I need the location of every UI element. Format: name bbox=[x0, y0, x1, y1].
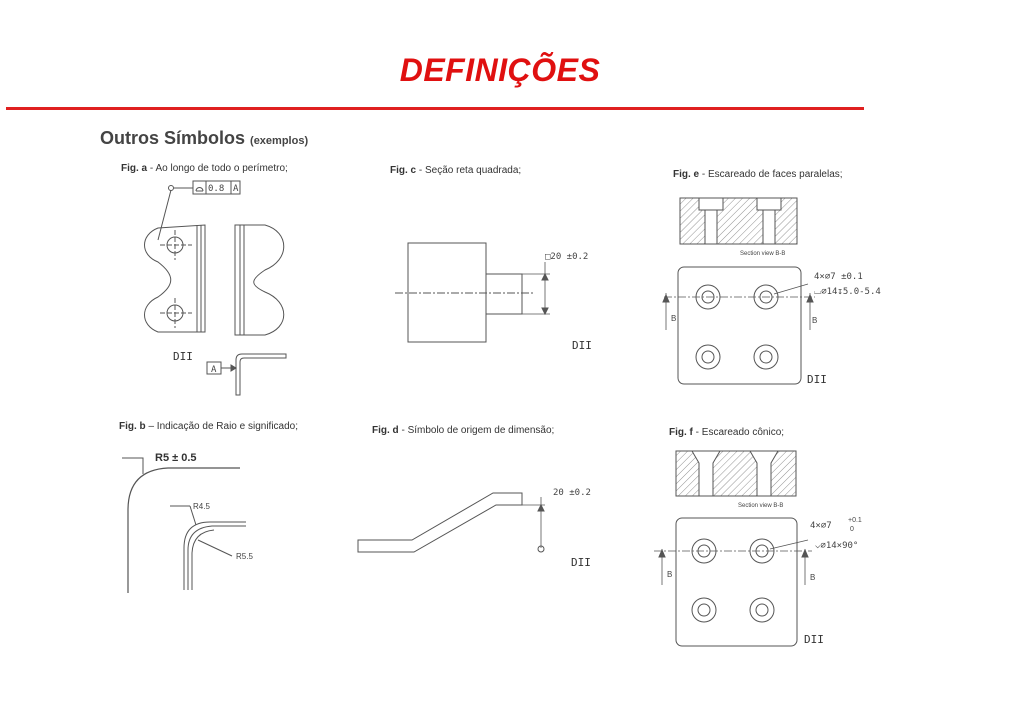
caption-fig-d: Fig. d - Símbolo de origem de dimensão; bbox=[372, 425, 554, 436]
fig-b-drawing bbox=[122, 458, 246, 593]
fig-f-b-left: B bbox=[667, 570, 672, 579]
fig-a-dii: DII bbox=[173, 350, 193, 363]
fig-a-label: Fig. a bbox=[121, 163, 148, 174]
fig-d-sep: - bbox=[398, 425, 408, 436]
fig-f-tol-upper: +0.1 bbox=[848, 517, 862, 524]
fig-c-label: Fig. c bbox=[390, 165, 417, 176]
fig-b-label: Fig. b bbox=[119, 421, 146, 432]
fig-a-box-value: 0.8 bbox=[208, 184, 224, 194]
fig-a-part-left bbox=[145, 225, 206, 332]
fig-a-caption: Ao longo de todo o perímetro; bbox=[155, 163, 288, 174]
fig-b-caption: Indicação de Raio e significado; bbox=[156, 421, 298, 432]
fig-e-hole: 4×⌀7 ±0.1 bbox=[814, 272, 863, 282]
fig-b-r-min: R4.5 bbox=[193, 502, 210, 511]
fig-e-label: Fig. e bbox=[673, 169, 700, 180]
fig-b-radius: R5 ± 0.5 bbox=[155, 452, 197, 464]
fig-f-b-right: B bbox=[810, 573, 815, 582]
fig-d-dii: DII bbox=[571, 556, 591, 569]
fig-a-box-datum: A bbox=[233, 184, 239, 194]
caption-fig-f: Fig. f - Escareado cônico; bbox=[669, 427, 784, 438]
fig-e-drawing bbox=[662, 198, 815, 384]
fig-c-square-shaft bbox=[486, 274, 522, 314]
fig-f-sep: - bbox=[692, 427, 702, 438]
fig-a-sep: - bbox=[147, 163, 156, 174]
fig-f-spec: ⌵⌀14×90° bbox=[815, 541, 858, 551]
fig-c-drawing bbox=[395, 243, 550, 342]
caption-fig-c: Fig. c - Seção reta quadrada; bbox=[390, 165, 521, 176]
fig-c-sep: - bbox=[416, 165, 426, 176]
fig-d-bent-part bbox=[358, 493, 522, 552]
fig-e-b-left: B bbox=[671, 314, 676, 323]
fig-f-caption: Escareado cônico; bbox=[701, 427, 785, 438]
fig-c-dimension: □20 ±0.2 bbox=[545, 252, 588, 262]
fig-d-dimension: 20 ±0.2 bbox=[553, 488, 591, 498]
fig-e-sep: - bbox=[699, 169, 709, 180]
fig-d-drawing bbox=[358, 493, 545, 552]
heading-main: Outros Símbolos bbox=[100, 128, 246, 148]
fig-a-datum-label: A bbox=[211, 365, 217, 375]
origin-symbol bbox=[538, 546, 544, 552]
fig-a-bracket-part bbox=[236, 354, 286, 395]
slide-title: DEFINIÇÕES bbox=[399, 52, 601, 88]
fig-d-label: Fig. d bbox=[372, 425, 399, 436]
fig-f-section-view bbox=[676, 451, 796, 496]
fig-f-tol-lower: 0 bbox=[850, 526, 854, 533]
fig-e-b-right: B bbox=[812, 316, 817, 325]
caption-fig-e: Fig. e - Escareado de faces paralelas; bbox=[673, 169, 843, 180]
fig-e-spec: ⌴⌀14↧5.0-5.4 bbox=[814, 287, 881, 297]
fig-a-drawing bbox=[145, 181, 287, 395]
fig-f-dii: DII bbox=[804, 633, 824, 646]
fig-b-sep: – bbox=[145, 421, 157, 432]
section-heading: Outros Símbolos (exemplos) bbox=[100, 128, 308, 149]
heading-sub: (exemplos) bbox=[250, 135, 309, 147]
fig-f-plate bbox=[676, 518, 797, 646]
fig-f-drawing bbox=[654, 450, 812, 646]
fig-a-control-frame bbox=[193, 181, 240, 194]
fig-b-r-max: R5.5 bbox=[236, 552, 253, 561]
fig-a-part-right bbox=[235, 225, 284, 335]
fig-e-caption: Escareado de faces paralelas; bbox=[708, 169, 843, 180]
fig-d-caption: Símbolo de origem de dimensão; bbox=[407, 425, 555, 436]
fig-e-dii: DII bbox=[807, 373, 827, 386]
all-around-symbol bbox=[169, 186, 174, 191]
fig-c-dii: DII bbox=[572, 339, 592, 352]
caption-fig-a: Fig. a - Ao longo de todo o perímetro; bbox=[121, 163, 288, 174]
fig-c-caption: Seção reta quadrada; bbox=[425, 165, 522, 176]
profile-symbol-icon bbox=[196, 188, 203, 192]
fig-e-section-label: Section view B-B bbox=[740, 251, 785, 257]
fig-f-label: Fig. f bbox=[669, 427, 693, 438]
fig-f-section-label: Section view B-B bbox=[738, 503, 783, 509]
fig-f-hole: 4×⌀7 bbox=[810, 521, 832, 531]
title-divider bbox=[6, 107, 864, 110]
caption-fig-b: Fig. b – Indicação de Raio e significado… bbox=[119, 421, 298, 432]
fig-e-plate bbox=[678, 267, 801, 384]
